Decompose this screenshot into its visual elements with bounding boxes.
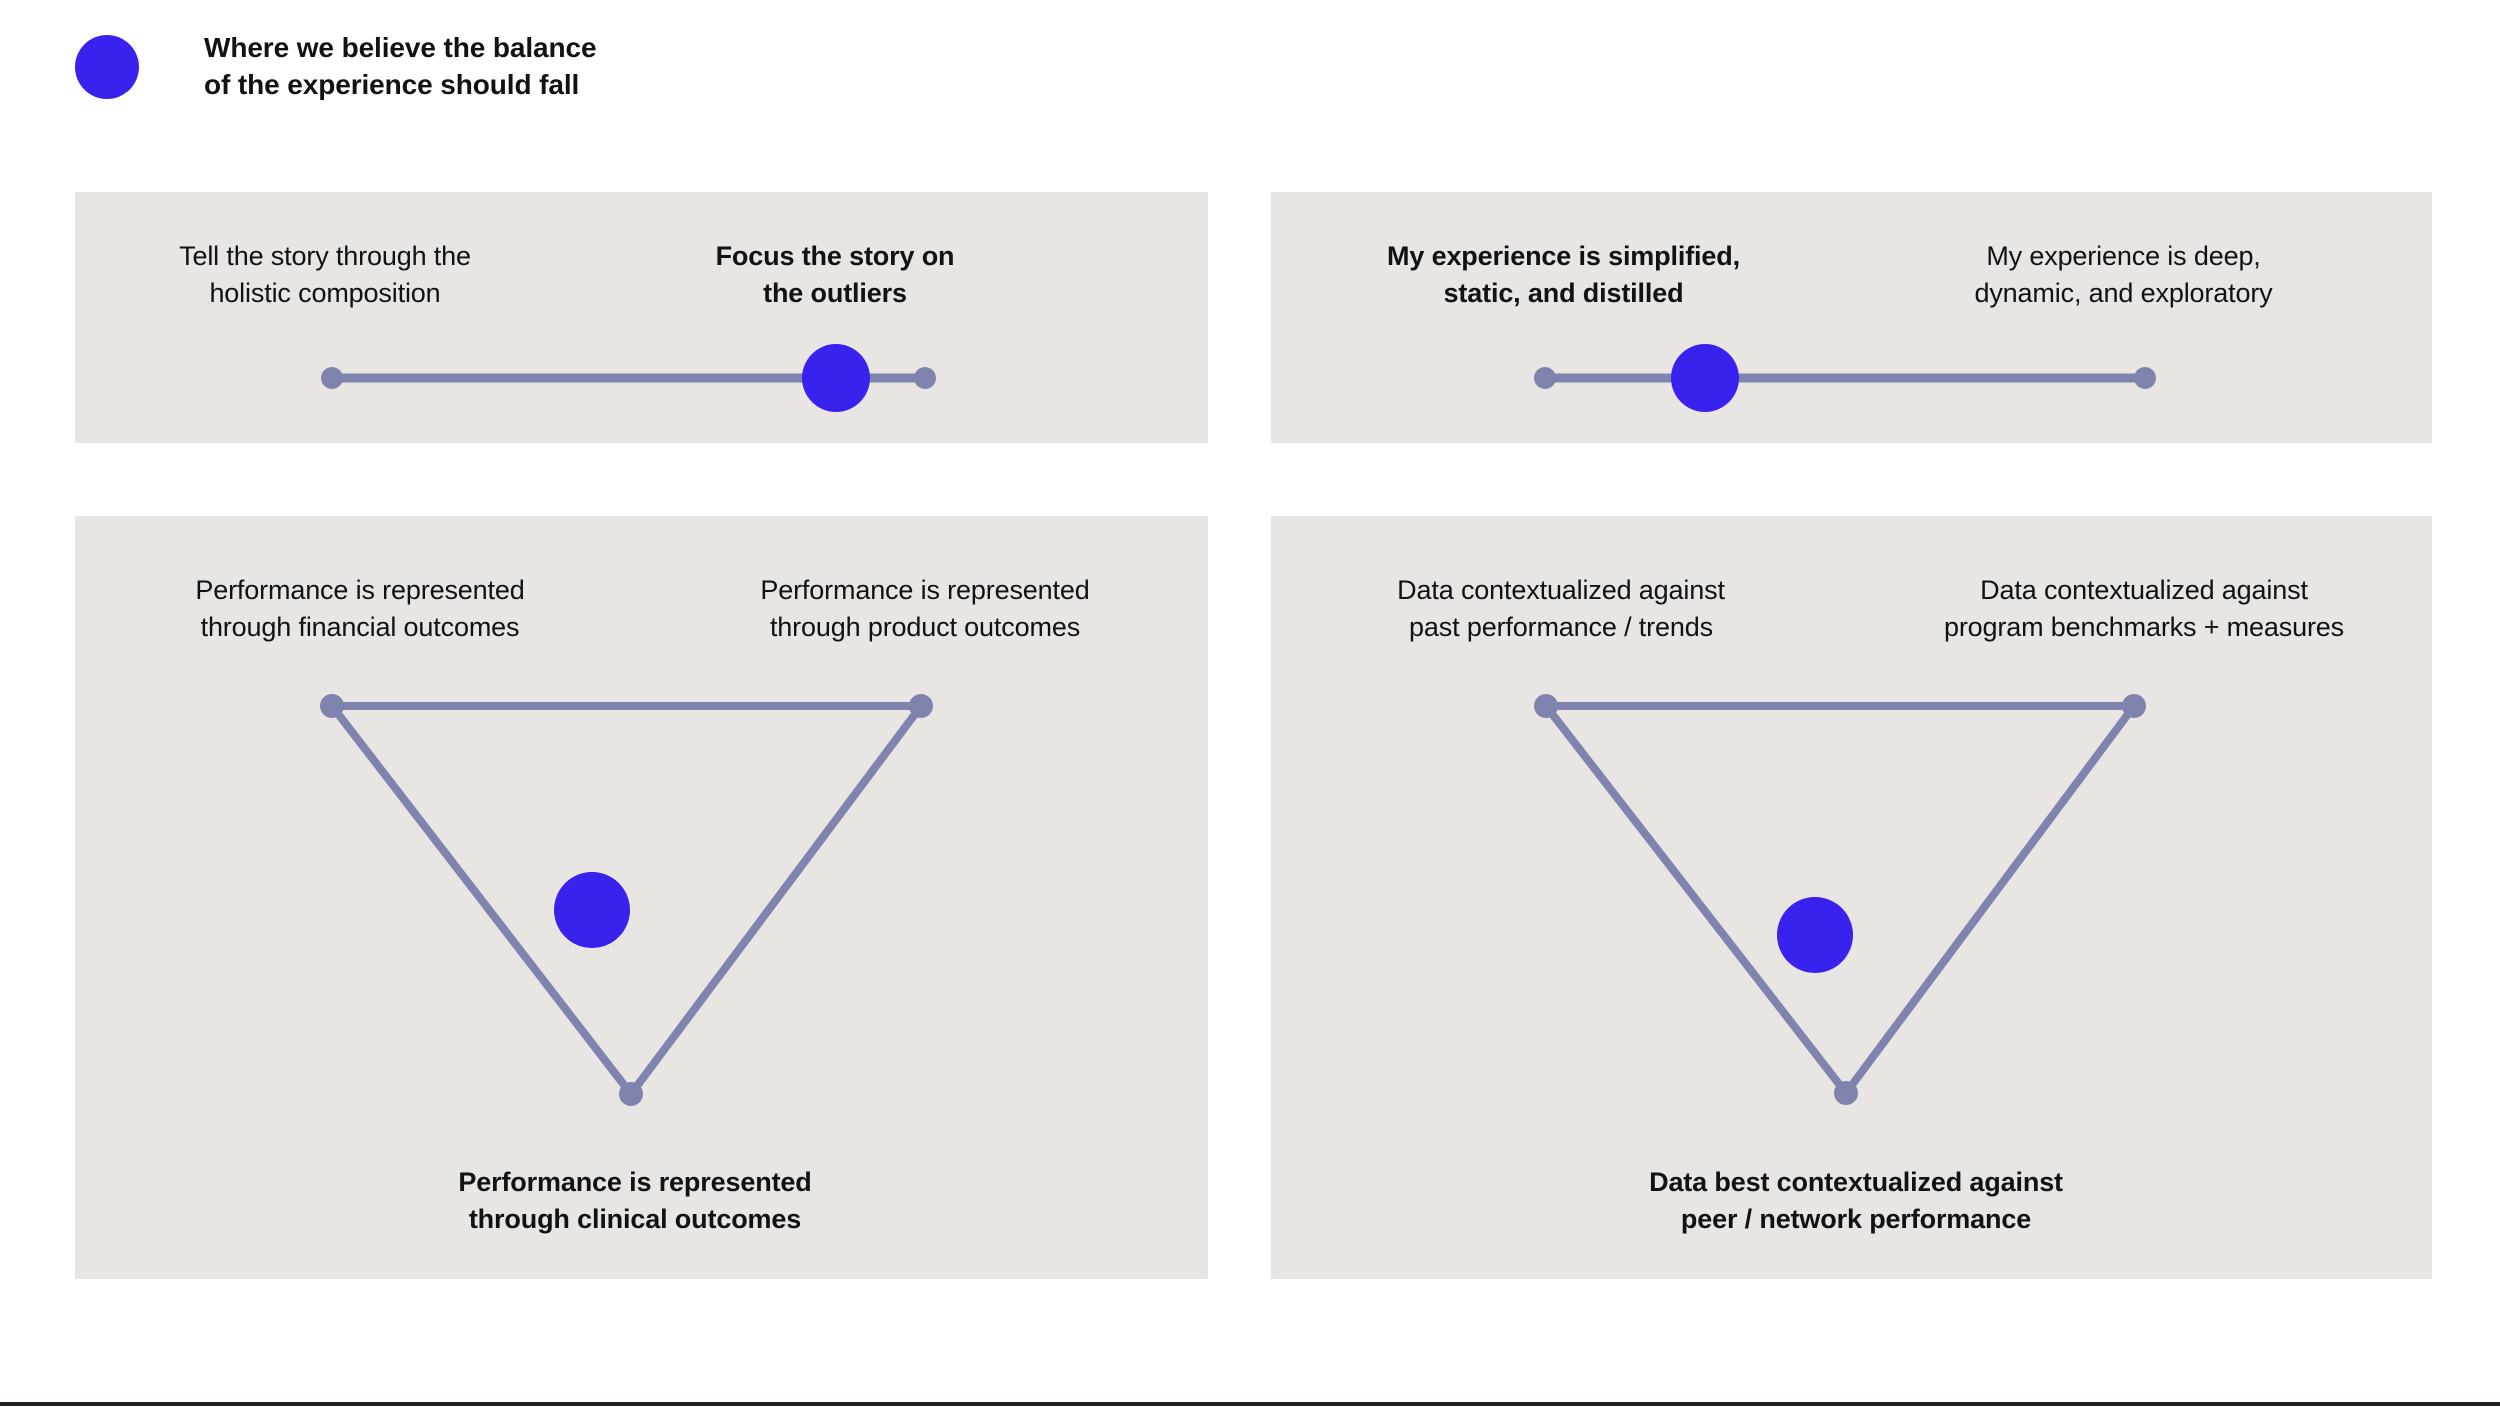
pole-label-left: Data contextualized against past perform… (1397, 575, 1725, 642)
balance-marker[interactable] (554, 872, 630, 948)
slider-marker[interactable] (1671, 344, 1739, 412)
blue-dot-marker-icon (75, 34, 139, 99)
legend-label: Where we believe the balance of the expe… (204, 32, 597, 100)
triangle-graphic (320, 694, 933, 1106)
panel-data-context: Data contextualized against past perform… (1271, 516, 2432, 1279)
footer-divider (0, 1402, 2500, 1406)
triangle-outline (1542, 702, 2138, 1097)
triangle-vertex-left (1534, 694, 1558, 718)
pole-label-bottom: Performance is represented through clini… (458, 1167, 812, 1234)
pole-label-left: Tell the story through the holistic comp… (179, 241, 471, 308)
panel-story-framing: Tell the story through the holistic comp… (75, 192, 1208, 443)
pole-label-left: My experience is simplified, static, and… (1387, 241, 1740, 308)
pole-label-right: Data contextualized against program benc… (1943, 575, 2345, 642)
triangle-outline (328, 702, 925, 1098)
triangle-vertex-right (2122, 694, 2146, 718)
triangle-vertex-left (320, 694, 344, 718)
triangle-vertex-bottom (619, 1082, 643, 1106)
slider-marker[interactable] (802, 344, 870, 412)
triangle-vertex-bottom (1834, 1081, 1858, 1105)
panel-performance-outcomes: Performance is represented through finan… (75, 516, 1208, 1279)
legend: Where we believe the balance of the expe… (75, 30, 597, 104)
pole-label-right: Focus the story on the outliers (715, 241, 955, 308)
triangle-vertex-right (909, 694, 933, 718)
panel-experience-depth: My experience is simplified, static, and… (1271, 192, 2432, 443)
slider-endpoint-left (1534, 367, 1556, 389)
slider-endpoint-right (2134, 367, 2156, 389)
slider-graphic (1534, 344, 2156, 412)
slider-endpoint-left (321, 367, 343, 389)
balance-marker[interactable] (1777, 897, 1853, 973)
pole-label-right: My experience is deep, dynamic, and expl… (1974, 241, 2273, 308)
triangle-graphic (1534, 694, 2146, 1105)
pole-label-bottom: Data best contextualized against peer / … (1649, 1167, 2063, 1234)
slider-endpoint-right (914, 367, 936, 389)
pole-label-right: Performance is represented through produ… (760, 575, 1090, 642)
slider-graphic (321, 344, 936, 412)
pole-label-left: Performance is represented through finan… (195, 575, 525, 642)
